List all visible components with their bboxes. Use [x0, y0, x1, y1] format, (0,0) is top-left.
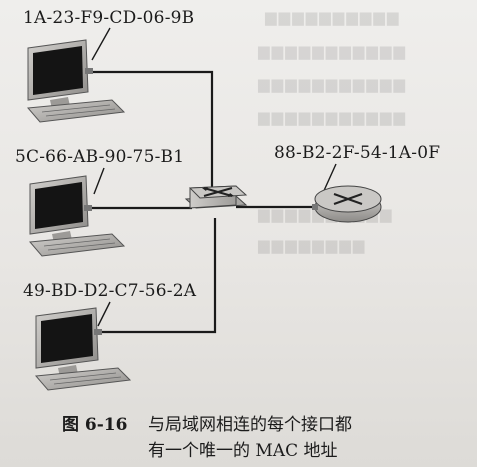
mac-label-host-1: 1A-23-F9-CD-06-9B [23, 8, 195, 28]
cable-host-3 [100, 218, 217, 334]
bleed-through-text: ▆▆▆▆▆▆▆▆▆▆▆ [258, 75, 407, 93]
pointer-line-host-2 [93, 167, 105, 195]
bleed-through-text: ▆▆▆▆▆▆▆▆ [258, 236, 367, 254]
pointer-line-host-1 [91, 27, 111, 61]
bleed-through-text: ▆▆▆▆▆▆▆▆▆▆▆ [258, 42, 407, 60]
caption-line-2: 有一个唯一的 MAC 地址 [148, 441, 338, 461]
cable-host-1 [92, 70, 214, 195]
bleed-through-text: ▆▆▆▆▆▆▆▆▆▆▆ [258, 108, 407, 126]
mac-label-router: 88-B2-2F-54-1A-0F [274, 143, 441, 163]
host-computer-3-icon [34, 307, 132, 391]
mac-label-host-3: 49-BD-D2-C7-56-2A [23, 281, 197, 301]
caption-line-1: 与局域网相连的每个接口都 [148, 415, 352, 435]
figure-number: 图 6-16 [62, 415, 128, 435]
router-icon [312, 185, 382, 223]
bleed-through-text: ▆▆▆▆▆▆▆▆▆▆ [265, 8, 401, 26]
pointer-line-host-3 [97, 301, 111, 327]
mac-label-host-2: 5C-66-AB-90-75-B1 [15, 147, 185, 167]
host-computer-1-icon [26, 39, 126, 123]
host-computer-2-icon [28, 175, 126, 257]
cables [90, 70, 315, 334]
switch-icon [184, 185, 248, 209]
